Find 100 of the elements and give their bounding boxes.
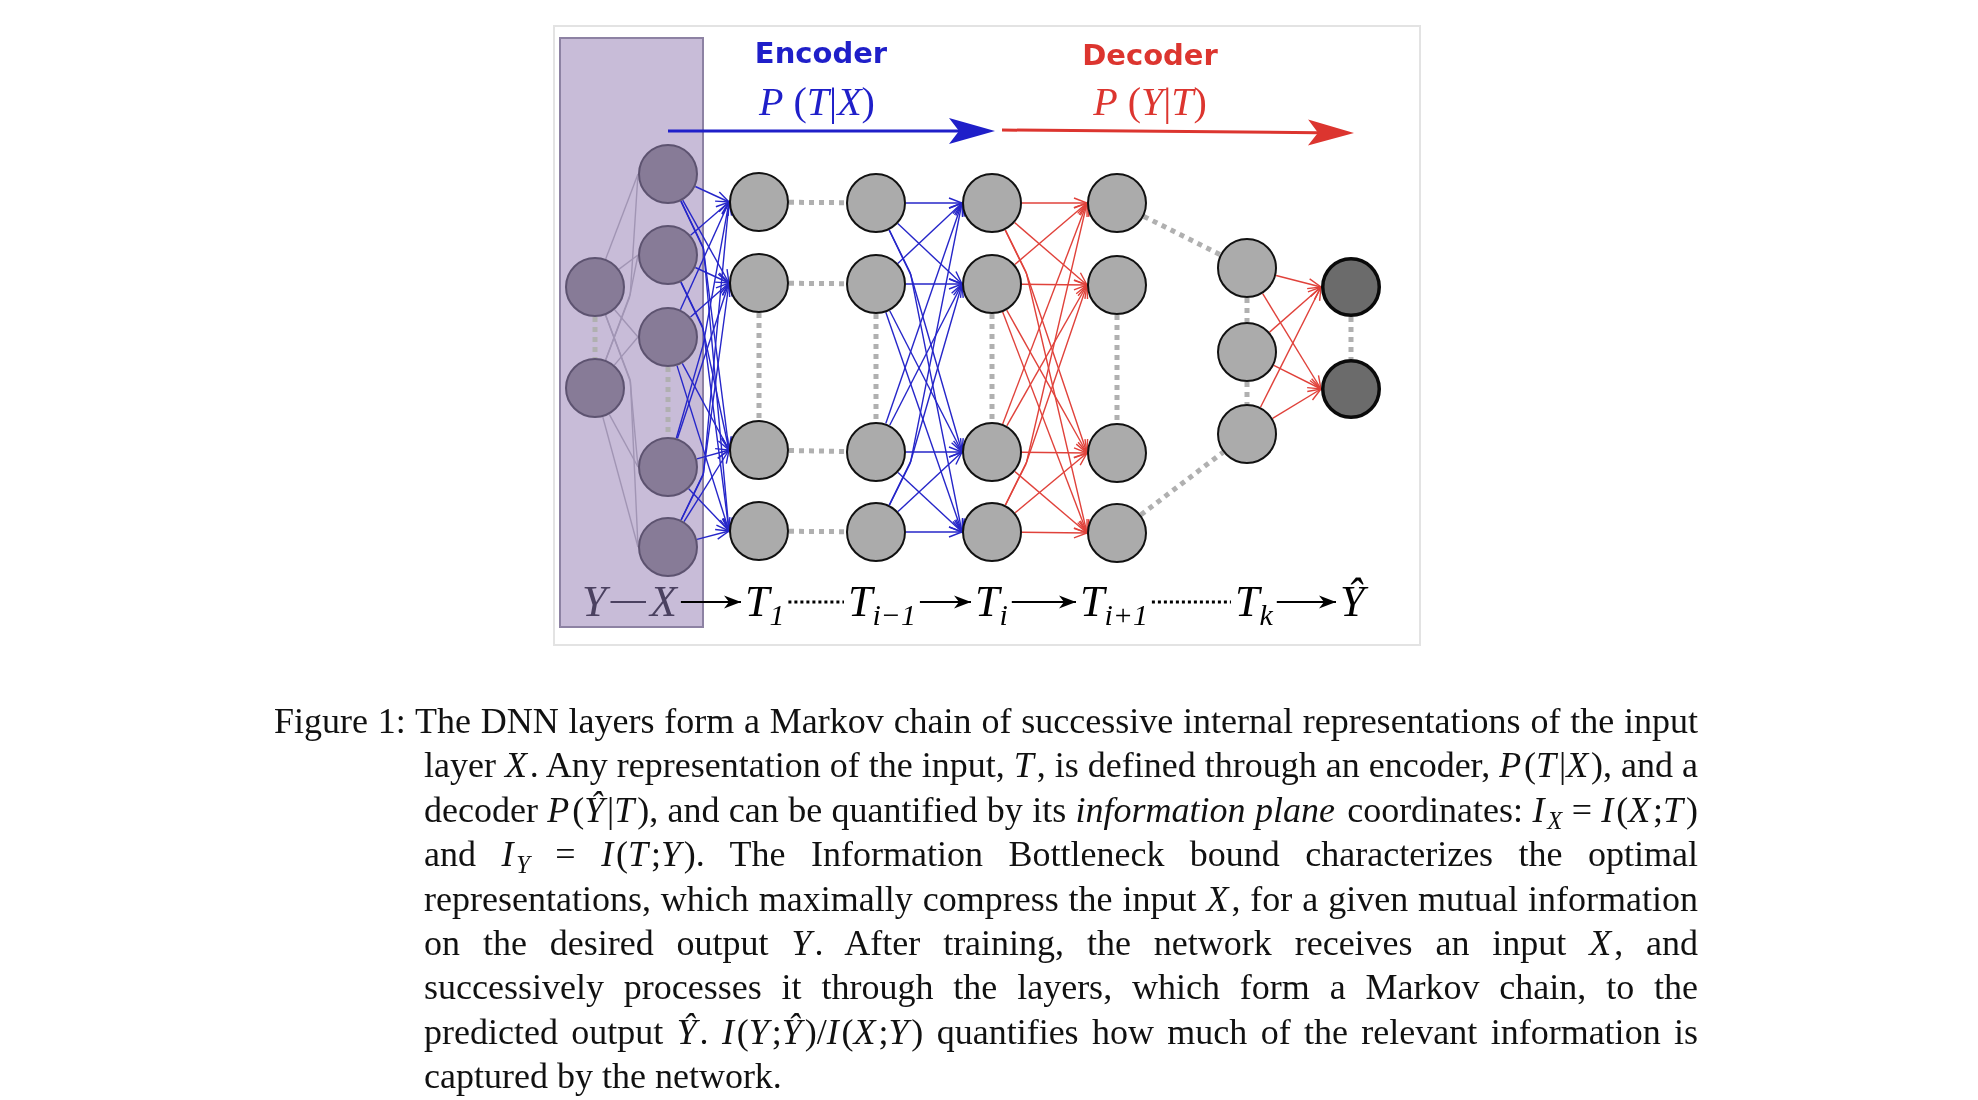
arrow bbox=[696, 528, 730, 541]
dotted-line bbox=[789, 280, 846, 287]
connection-line bbox=[610, 600, 646, 604]
dotted-line bbox=[592, 317, 598, 358]
arrow bbox=[689, 282, 730, 318]
neuron-circle bbox=[638, 437, 698, 497]
heading: Decoder bbox=[1082, 38, 1218, 72]
arrow bbox=[1014, 470, 1088, 534]
arrow bbox=[905, 278, 963, 290]
layer-label: T$_{k}$ bbox=[1235, 579, 1273, 625]
arrow bbox=[1011, 595, 1076, 609]
figure-caption: Figure 1: The DNN layers form a Markov chain of successive internal representations of the input layer X. Any representation of the input, T, is defined through an encoder, P(T|X), and a decoder P(Ŷ|T), and can be quantified by its information plane coordinates: I$_{X}$ = I(X;T) and I$_{Y}$ = I(T;Y). The Information Bottleneck bound characterizes the optimal representations, which maximally compress the input X, for a given mutual information on the desired output Y. After training, the network receives an input X, and successively processes it through the layers, which form a Markov chain, to the predicted output Ŷ. I(Y;Ŷ)/I(X;Y) quantifies how much of the relevant information is captured by the network. bbox=[274, 700, 1698, 1099]
neuron-circle bbox=[638, 225, 698, 285]
dotted-line bbox=[1151, 600, 1231, 604]
dotted-line bbox=[989, 314, 995, 422]
neuron-circle bbox=[846, 173, 906, 233]
arrow bbox=[1021, 197, 1088, 209]
neuron-circle bbox=[565, 358, 625, 418]
arrow bbox=[1262, 292, 1322, 390]
arrow bbox=[696, 447, 730, 460]
arrow bbox=[897, 471, 963, 533]
neuron-circle bbox=[1217, 404, 1277, 464]
neuron-circle bbox=[729, 253, 789, 313]
layer-label: T$_{i}$ bbox=[975, 579, 1008, 625]
arrow bbox=[682, 199, 730, 284]
dotted-line bbox=[1114, 315, 1120, 423]
arrow bbox=[694, 266, 730, 284]
arrow bbox=[1259, 286, 1322, 408]
arrow bbox=[897, 222, 963, 285]
arrow bbox=[683, 449, 730, 523]
dotted-line bbox=[756, 313, 762, 420]
arrow bbox=[1021, 527, 1088, 539]
connection-line bbox=[602, 416, 639, 548]
arrow bbox=[919, 595, 971, 609]
neuron-circle bbox=[1087, 255, 1147, 315]
arrow bbox=[905, 197, 963, 209]
layer-label: T$_{i−1}$ bbox=[848, 579, 916, 625]
neuron-circle bbox=[638, 307, 698, 367]
neuron-circle bbox=[962, 173, 1022, 233]
neuron-circle bbox=[1087, 423, 1147, 483]
neuron-circle bbox=[1321, 359, 1381, 419]
arrow bbox=[888, 283, 964, 506]
neuron-circle bbox=[729, 420, 789, 480]
dotted-line bbox=[1139, 450, 1225, 517]
arrow bbox=[1006, 309, 1088, 454]
arrow bbox=[1002, 311, 1088, 534]
dotted-line bbox=[788, 448, 847, 454]
arrow bbox=[689, 201, 730, 236]
neuron-circle bbox=[962, 422, 1022, 482]
neuron-circle bbox=[729, 501, 789, 561]
neuron-circle bbox=[1087, 173, 1147, 233]
arrow bbox=[889, 283, 963, 426]
arrow bbox=[680, 595, 741, 609]
arrow bbox=[1021, 279, 1088, 291]
neuron-circle bbox=[846, 422, 906, 482]
formula: P (Y|T) bbox=[1093, 80, 1207, 124]
dotted-line bbox=[789, 199, 846, 206]
arrow bbox=[1014, 221, 1088, 286]
connection-line bbox=[605, 254, 639, 361]
arrow bbox=[889, 310, 963, 453]
arrow bbox=[905, 526, 963, 538]
arrow bbox=[681, 362, 730, 451]
dotted-line bbox=[1244, 298, 1250, 322]
connection-line bbox=[613, 336, 639, 366]
neuron-circle bbox=[962, 502, 1022, 562]
neuron-circle bbox=[565, 257, 625, 317]
arrow bbox=[1276, 595, 1336, 609]
neuron-circle bbox=[846, 254, 906, 314]
connection-line bbox=[608, 413, 639, 468]
arrow bbox=[1268, 286, 1322, 333]
arrow bbox=[897, 451, 963, 513]
layer-label: T$_{1}$ bbox=[745, 579, 785, 625]
dotted-line bbox=[1244, 382, 1250, 404]
arrow bbox=[1021, 447, 1088, 459]
dotted-line bbox=[1142, 214, 1222, 257]
highlight-band bbox=[559, 37, 704, 628]
arrow bbox=[1014, 452, 1088, 514]
arrow bbox=[1271, 388, 1322, 420]
neuron-circle bbox=[729, 172, 789, 232]
connection-line bbox=[605, 173, 639, 260]
arrow bbox=[1006, 284, 1088, 427]
neuron-circle bbox=[638, 144, 698, 204]
dotted-line bbox=[788, 600, 844, 604]
neuron-circle bbox=[1217, 238, 1277, 298]
layer-label: T$_{i+1}$ bbox=[1080, 579, 1148, 625]
arrow bbox=[897, 202, 963, 265]
neuron-circle bbox=[1087, 503, 1147, 563]
dotted-line bbox=[789, 528, 846, 535]
connection-line bbox=[613, 309, 639, 338]
arrow bbox=[694, 185, 730, 203]
heading: Encoder bbox=[754, 36, 888, 70]
arrow bbox=[1004, 284, 1089, 506]
neuron-circle bbox=[638, 517, 698, 577]
arrow bbox=[1014, 202, 1088, 266]
arrow bbox=[688, 488, 730, 532]
arrow bbox=[1273, 364, 1322, 390]
layer-label: X bbox=[650, 579, 677, 625]
neuron-circle bbox=[846, 502, 906, 562]
arrow bbox=[1275, 274, 1322, 290]
formula: P (T|X) bbox=[759, 80, 875, 124]
